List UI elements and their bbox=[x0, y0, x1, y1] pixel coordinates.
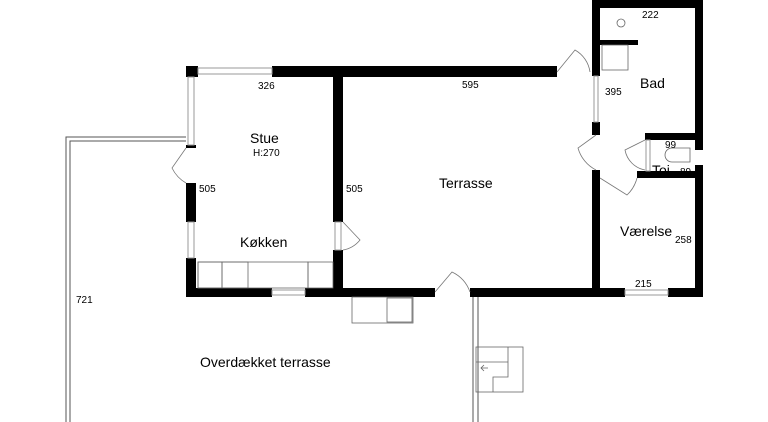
room-label-terrasse: Terrasse bbox=[439, 175, 493, 191]
dim-stue-width: 326 bbox=[258, 81, 275, 92]
room-height: H:270 bbox=[253, 148, 280, 159]
stair-arrow-icon bbox=[480, 364, 488, 372]
room-label-stue: Stue bbox=[250, 130, 279, 146]
windows bbox=[187, 67, 669, 296]
room-label-overdaekket: Overdækket terrasse bbox=[200, 354, 331, 370]
dim-stue-right: 505 bbox=[346, 184, 363, 195]
dim-bad-top: 222 bbox=[642, 10, 659, 21]
dim-terrasse-width: 595 bbox=[462, 80, 479, 91]
walls bbox=[186, 0, 703, 297]
dim-stue-left: 505 bbox=[199, 184, 216, 195]
room-label-vaerelse: Værelse bbox=[620, 223, 672, 239]
labels: Stue H:270 Køkken Terrasse Bad Toi. Være… bbox=[76, 10, 692, 370]
room-label-kokken: Køkken bbox=[240, 234, 287, 250]
dim-vaerelse-width: 215 bbox=[635, 279, 652, 290]
room-label-toilet: Toi. bbox=[652, 162, 674, 178]
terrace-outline bbox=[65, 136, 479, 422]
dim-toi-depth: 89 bbox=[680, 167, 692, 178]
dim-toi-width: 99 bbox=[665, 140, 677, 151]
fixtures bbox=[197, 18, 691, 393]
dim-overdaekket-side: 721 bbox=[76, 295, 93, 306]
room-label-bad: Bad bbox=[640, 75, 665, 91]
dim-vaerelse-depth: 258 bbox=[675, 235, 692, 246]
dim-bad-side: 395 bbox=[605, 87, 622, 98]
doors bbox=[171, 49, 646, 293]
